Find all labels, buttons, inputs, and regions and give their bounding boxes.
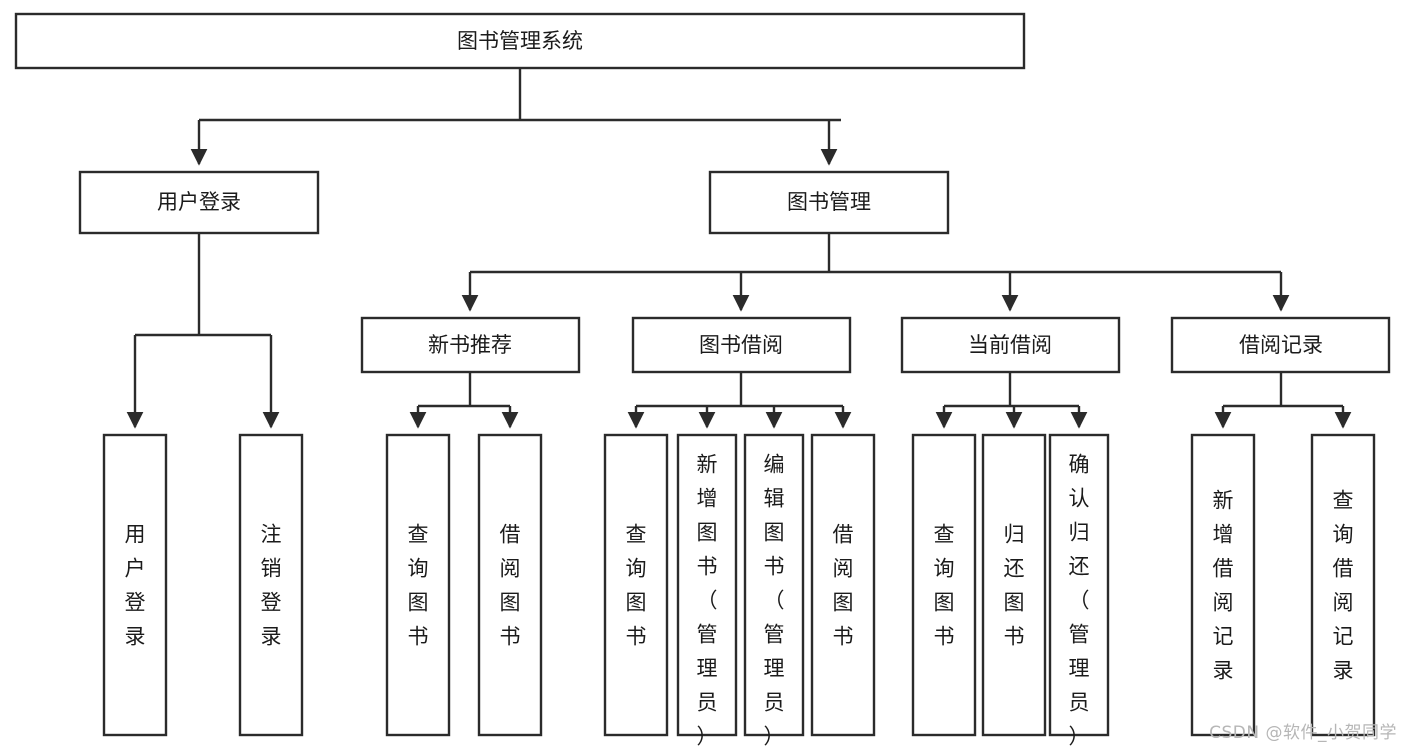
connector-root-to-level1 xyxy=(190,68,841,166)
connector-new-book-to-leaves xyxy=(409,372,519,429)
connector-current-borrow-to-leaves xyxy=(935,372,1088,429)
node-current-borrow-label: 当前借阅 xyxy=(968,333,1052,357)
leaf-node[interactable]: 注销登录 xyxy=(238,433,304,737)
leaf-node[interactable]: 用户登录 xyxy=(102,433,168,737)
leaf-node-label: 查询借阅记录 xyxy=(1333,488,1354,682)
leaf-node-label: 注销登录 xyxy=(261,522,282,648)
leaf-node-label: 查询图书 xyxy=(626,522,647,648)
leaf-node-label: 借阅图书 xyxy=(500,522,521,648)
node-book-borrow[interactable]: 图书借阅 xyxy=(631,316,852,374)
leaf-node-label: 查询图书 xyxy=(934,522,955,648)
leaf-node[interactable]: 借阅图书 xyxy=(477,433,543,737)
connector-book-mgmt-to-level2 xyxy=(461,233,1290,312)
leaf-node[interactable]: 新增借阅记录 xyxy=(1190,433,1256,737)
leaf-node[interactable]: 编辑图书（管理员） xyxy=(743,433,805,747)
leaf-node[interactable]: 查询图书 xyxy=(385,433,451,737)
leaf-node-label: 归还图书 xyxy=(1004,522,1025,648)
node-book-management[interactable]: 图书管理 xyxy=(708,170,950,235)
leaf-node-label: 借阅图书 xyxy=(833,522,854,648)
leaf-node-label: 新增借阅记录 xyxy=(1213,488,1234,682)
node-new-book-recommend-label: 新书推荐 xyxy=(428,333,512,357)
leaf-node[interactable]: 新增图书（管理员） xyxy=(676,433,738,747)
leaf-node[interactable]: 查询图书 xyxy=(911,433,977,737)
node-book-management-label: 图书管理 xyxy=(787,190,871,214)
leaf-node-layer: 用户登录 注销登录 查询图书 借阅图书 查询图书 新增图书（管理员） 编辑图书（管理员） 借阅… xyxy=(102,433,1376,747)
node-user-login[interactable]: 用户登录 xyxy=(78,170,320,235)
connector-user-login-to-leaves xyxy=(126,233,280,429)
node-book-borrow-label: 图书借阅 xyxy=(699,333,783,357)
connector-book-borrow-to-leaves xyxy=(627,372,852,429)
leaf-node-label: 编辑图书（管理员） xyxy=(764,452,785,747)
leaf-node-label: 新增图书（管理员） xyxy=(697,452,718,747)
leaf-node-label: 查询图书 xyxy=(408,522,429,648)
leaf-node[interactable]: 查询借阅记录 xyxy=(1310,433,1376,737)
leaf-node[interactable]: 确认归还（管理员） xyxy=(1048,433,1110,747)
node-borrow-record-label: 借阅记录 xyxy=(1239,333,1323,357)
connector-lines xyxy=(126,68,1352,429)
leaf-node-label: 用户登录 xyxy=(125,522,146,648)
node-new-book-recommend[interactable]: 新书推荐 xyxy=(360,316,581,374)
leaf-node-label: 确认归还（管理员） xyxy=(1069,452,1090,747)
node-root-label: 图书管理系统 xyxy=(457,29,583,53)
csdn-watermark: CSDN @软件_小贺同学 xyxy=(1209,723,1397,743)
node-user-login-label: 用户登录 xyxy=(157,190,241,214)
leaf-node[interactable]: 查询图书 xyxy=(603,433,669,737)
node-current-borrow[interactable]: 当前借阅 xyxy=(900,316,1121,374)
connector-borrow-record-to-leaves xyxy=(1214,372,1352,429)
node-borrow-record[interactable]: 借阅记录 xyxy=(1170,316,1391,374)
leaf-node[interactable]: 归还图书 xyxy=(981,433,1047,737)
leaf-node[interactable]: 借阅图书 xyxy=(810,433,876,737)
node-root[interactable]: 图书管理系统 xyxy=(14,12,1026,70)
